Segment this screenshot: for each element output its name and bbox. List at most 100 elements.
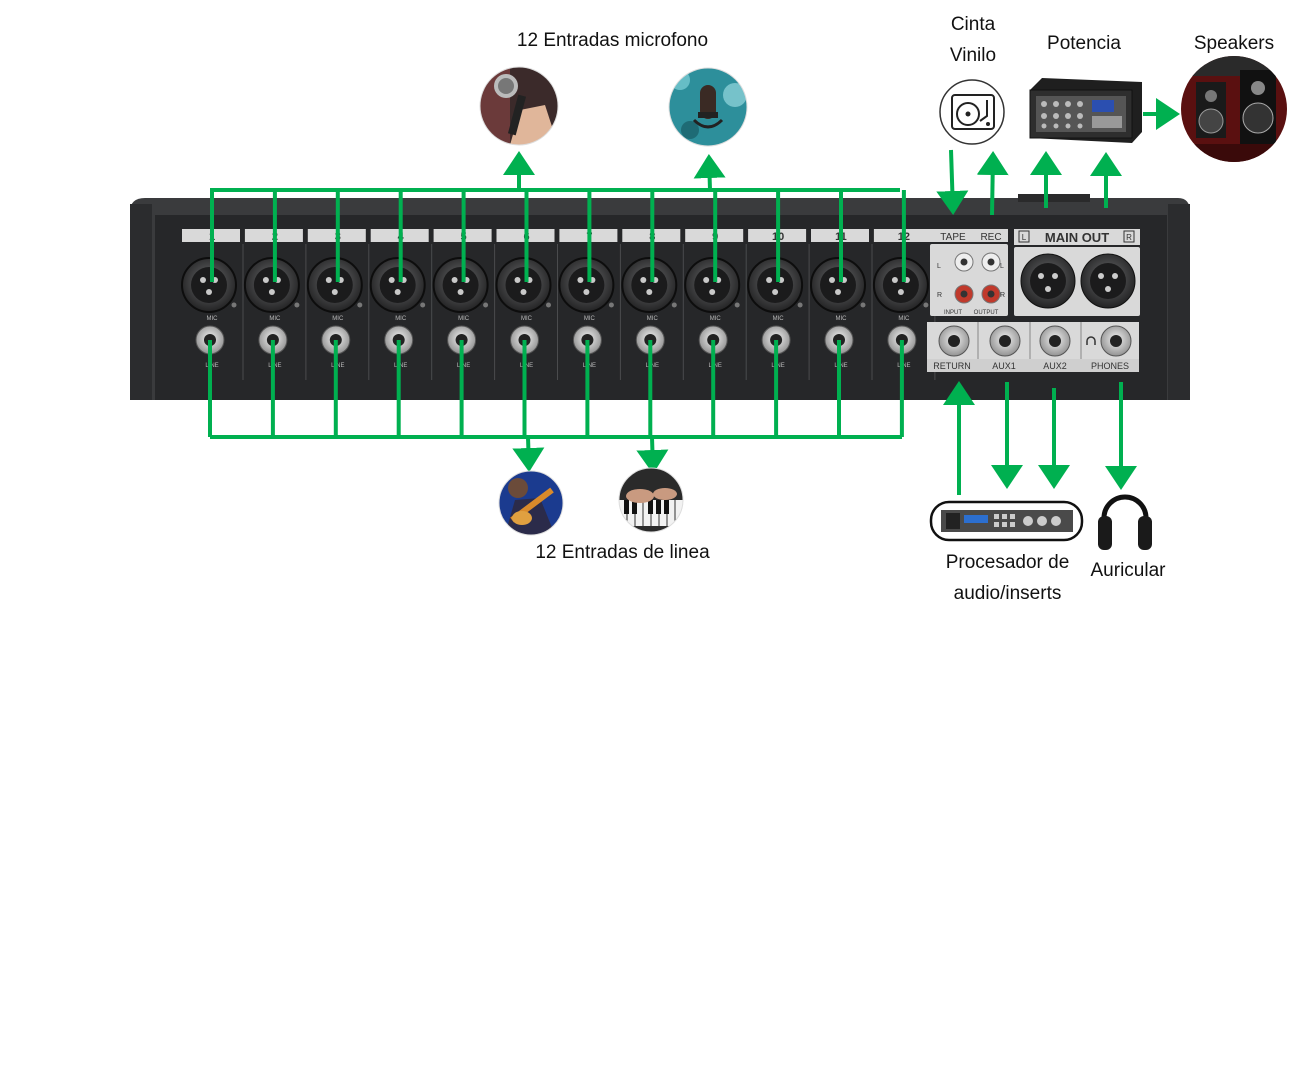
xlr-pin — [646, 289, 653, 295]
rec-label: REC — [980, 232, 1001, 243]
xlr-socket — [316, 267, 353, 303]
mic-label: MIC — [332, 316, 344, 322]
mic-label: MIC — [207, 316, 219, 322]
xlr-release-tab — [483, 302, 489, 308]
xlr-release-tab — [860, 302, 866, 308]
xlr-pin — [709, 289, 716, 295]
output-label: OUTPUT — [974, 310, 999, 316]
xlr-pin — [640, 277, 647, 283]
xlr-socket — [694, 267, 731, 303]
xlr-socket — [631, 267, 668, 303]
tape-r-label: R — [937, 292, 942, 299]
main-out-section: L R MAIN OUT — [1014, 229, 1140, 316]
mic-label: MIC — [898, 316, 910, 322]
keyboard-photo-icon — [619, 468, 683, 532]
xlr-pin — [268, 289, 275, 295]
xlr-pin — [829, 277, 835, 283]
audio-processor-icon — [929, 500, 1084, 542]
phones-label: PHONES — [1091, 361, 1129, 371]
xlr-release-tab — [546, 302, 551, 308]
xlr-pin — [457, 289, 464, 295]
xlr-release-tab — [608, 302, 614, 308]
return-aux-phones-section: RETURN AUX1 AUX2 PHONES — [927, 322, 1139, 372]
xlr-pin — [325, 277, 332, 283]
tape-in-arrow — [936, 149, 969, 215]
return-label: RETURN — [933, 361, 971, 371]
xlr-socket — [505, 267, 542, 303]
xlr-release-tab — [357, 302, 363, 308]
xlr-pin — [577, 277, 584, 283]
xlr-pin — [772, 289, 779, 295]
cinta-label: Cinta — [950, 14, 996, 35]
vinilo-label: Vinilo — [949, 45, 997, 66]
aux2-label: AUX2 — [1043, 361, 1067, 371]
rec-l-label: L — [1000, 263, 1004, 270]
tape-label: TAPE — [940, 232, 966, 243]
xlr-release-tab — [420, 302, 426, 308]
mic-inputs-label: 12 Entradas microfono — [516, 30, 709, 51]
xlr-socket — [882, 267, 919, 303]
microphone-photo-icon — [480, 67, 558, 145]
main-out-label: MAIN OUT — [1045, 230, 1109, 245]
xlr-socket — [379, 267, 416, 303]
xlr-pin — [331, 289, 338, 295]
xlr-pin — [766, 277, 773, 283]
auricular-label: Auricular — [1090, 560, 1166, 581]
tape-rec-section: TAPE REC L R L R INPUT OUTPUT — [930, 229, 1008, 316]
guitarist-photo-icon — [499, 471, 563, 535]
xlr-socket — [253, 267, 290, 303]
mic-label: MIC — [647, 316, 659, 322]
mic-label: MIC — [836, 316, 848, 322]
rec-out-arrow — [976, 151, 1009, 216]
speakers-photo-icon — [1181, 56, 1287, 162]
xlr-release-tab — [734, 302, 740, 308]
aux1-label: AUX1 — [992, 361, 1016, 371]
signal-lines — [208, 98, 1180, 495]
headphone-small-icon — [1086, 336, 1096, 345]
xlr-release-tab — [923, 302, 929, 308]
xlr-pin — [835, 289, 841, 295]
xlr-pin — [520, 289, 527, 295]
power-amplifier-icon — [1029, 78, 1142, 143]
xlr-pin — [514, 277, 521, 283]
main-out-r-label: R — [1126, 233, 1132, 242]
speakers-label: Speakers — [1193, 33, 1275, 54]
xlr-release-tab — [294, 302, 300, 308]
xlr-socket — [820, 267, 856, 303]
turntable-icon — [939, 79, 1005, 145]
input-label: INPUT — [944, 310, 962, 316]
processor-label-line1: Procesador de — [945, 552, 1070, 573]
xlr-release-tab — [231, 302, 237, 308]
xlr-pin — [200, 277, 206, 283]
xlr-pin — [703, 277, 710, 283]
mic-label: MIC — [395, 316, 407, 322]
processor-label-line2: audio/inserts — [953, 583, 1062, 604]
line-arrow-2 — [636, 436, 669, 474]
xlr-pin — [262, 277, 269, 283]
xlr-release-tab — [671, 302, 677, 308]
xlr-pin — [891, 277, 898, 283]
mic-label: MIC — [269, 316, 281, 322]
xlr-pin — [388, 277, 395, 283]
tape-rec-header — [930, 229, 1008, 242]
xlr-socket — [442, 267, 479, 303]
mic-label: MIC — [710, 316, 722, 322]
headphones-icon — [1098, 494, 1152, 550]
xlr-socket — [757, 267, 794, 303]
line-arrow-1 — [512, 436, 545, 472]
xlr-pin — [394, 289, 401, 295]
xlr-socket — [191, 267, 227, 303]
mic-label: MIC — [458, 316, 470, 322]
xlr-pin — [897, 289, 904, 295]
line-inputs-label: 12 Entradas de linea — [535, 542, 710, 563]
main-out-l-label: L — [1022, 233, 1027, 242]
mic-arrow-2 — [693, 154, 726, 191]
xlr-pin — [583, 289, 590, 295]
mic-label: MIC — [521, 316, 533, 322]
potencia-label: Potencia — [1047, 33, 1121, 54]
xlr-pin — [206, 289, 212, 295]
mic-label: MIC — [584, 316, 596, 322]
mic-label: MIC — [773, 316, 785, 322]
